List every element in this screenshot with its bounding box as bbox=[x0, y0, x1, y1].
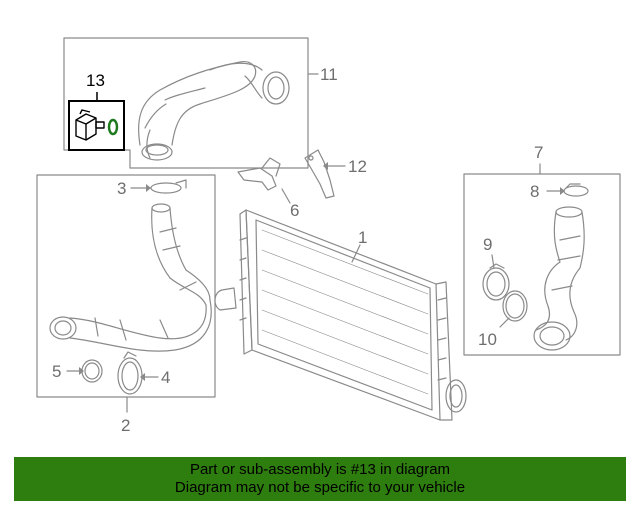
callout-4: 4 bbox=[161, 368, 171, 387]
callout-2: 2 bbox=[121, 416, 131, 435]
group-box-2 bbox=[36, 174, 216, 398]
callout-11: 11 bbox=[320, 65, 338, 84]
bracket-part-12 bbox=[304, 149, 335, 199]
clamp-part-9 bbox=[482, 263, 510, 301]
part-info-banner: Part or sub-assembly is #13 in diagram D… bbox=[14, 457, 626, 501]
clamp-part-3 bbox=[150, 182, 182, 194]
air-intake-duct-part-11 bbox=[138, 61, 290, 161]
leader-10 bbox=[499, 317, 510, 328]
intercooler-part-1 bbox=[214, 209, 467, 421]
charge-air-hose-part-2 bbox=[49, 203, 212, 352]
callout-7: 7 bbox=[534, 143, 544, 162]
group-box-7 bbox=[463, 173, 621, 356]
callout-3: 3 bbox=[117, 179, 127, 198]
leader-1 bbox=[351, 244, 361, 263]
banner-line-2: Diagram may not be specific to your vehi… bbox=[174, 479, 466, 496]
callout-10: 10 bbox=[478, 330, 497, 349]
o-ring-part-5 bbox=[81, 359, 103, 383]
leader-6 bbox=[281, 188, 291, 204]
callout-8: 8 bbox=[530, 182, 540, 201]
outlet-hose-part-7 bbox=[533, 206, 585, 351]
banner-line-1: Part or sub-assembly is #13 in diagram bbox=[189, 461, 451, 478]
bracket-part-6 bbox=[237, 157, 281, 191]
o-ring-part-10 bbox=[502, 290, 528, 322]
callout-6: 6 bbox=[290, 201, 300, 220]
callout-13: 13 bbox=[86, 71, 105, 90]
callout-9: 9 bbox=[483, 235, 493, 254]
callout-1: 1 bbox=[358, 228, 368, 247]
callout-5: 5 bbox=[52, 362, 62, 381]
callout-12: 12 bbox=[348, 157, 367, 176]
clamp-part-4 bbox=[117, 351, 143, 395]
clamp-part-8 bbox=[563, 183, 589, 197]
sensor-part-13-highlight bbox=[68, 92, 125, 151]
